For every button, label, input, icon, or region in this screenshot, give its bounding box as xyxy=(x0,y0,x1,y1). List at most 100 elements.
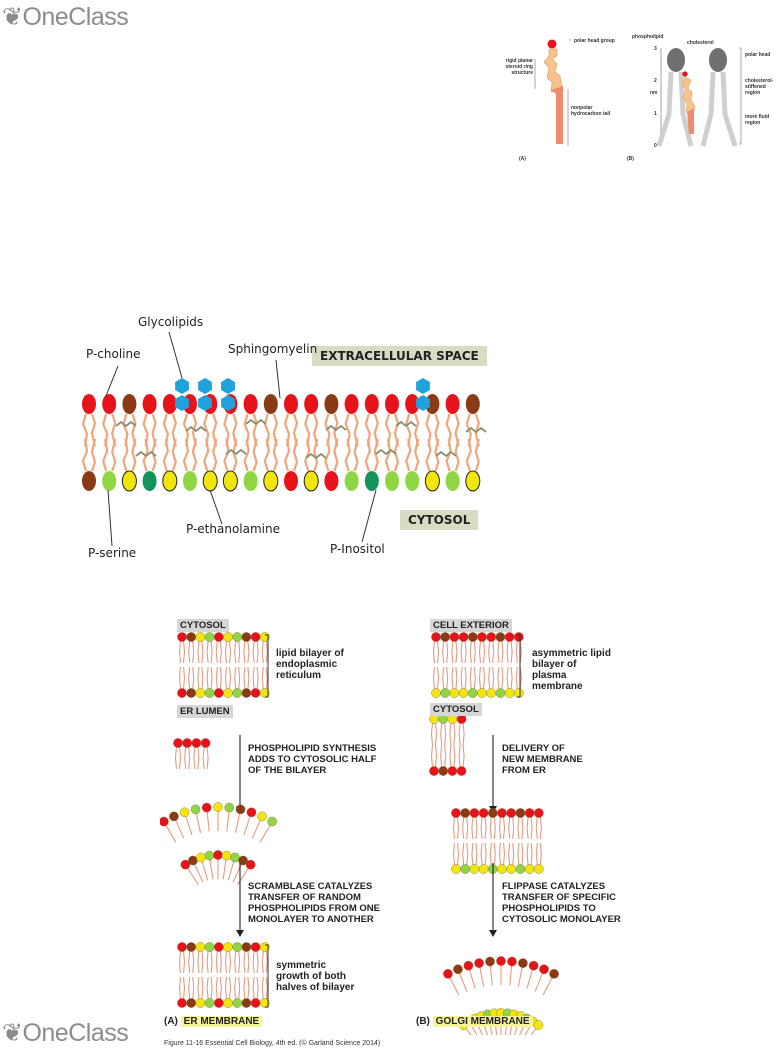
cholesterol-mark xyxy=(245,418,267,426)
phospholipid-head xyxy=(549,969,559,979)
phospholipid-head-left xyxy=(667,48,685,72)
phospholipid-head xyxy=(188,855,198,866)
lower-head-p-ethanolamine xyxy=(263,470,279,492)
phospholipid-head xyxy=(223,998,233,1008)
phospholipid-head xyxy=(469,808,480,818)
phospholipid-head xyxy=(241,942,252,952)
phospholipid-head xyxy=(515,864,526,874)
phospholipid-head xyxy=(485,956,495,967)
phospholipid-head xyxy=(190,804,201,815)
bracket xyxy=(517,634,521,698)
lower-head-p-serine xyxy=(405,471,420,491)
phospholipid-head xyxy=(533,808,544,818)
upper-head-p-choline xyxy=(142,394,157,414)
label-nonpolar-tail: nonpolar hydrocarbon tail xyxy=(571,105,611,117)
cholesterol-figure-svg xyxy=(534,39,742,147)
lower-lipid-tails xyxy=(223,438,238,472)
phospholipid-head xyxy=(539,964,549,975)
lower-head-p-ethanolamine xyxy=(424,470,440,492)
lower-lipid-tails xyxy=(102,438,117,472)
phospholipid-head xyxy=(524,864,535,874)
phospholipid-head xyxy=(449,632,460,642)
b-cytosol-tag: CYTOSOL xyxy=(430,703,482,716)
phospholipid-head xyxy=(246,807,257,818)
sphingomyelin-leader xyxy=(275,359,281,399)
phospholipid-head xyxy=(467,632,478,642)
axis-tick-1: 1 xyxy=(654,111,657,117)
phospholipid-head xyxy=(463,960,474,971)
lower-lipid-tails xyxy=(203,438,218,472)
b-step1-text: DELIVERY OF NEW MEMBRANE FROM ER xyxy=(502,743,583,776)
phospholipid-head xyxy=(469,864,480,874)
upper-head-sphingomyelin xyxy=(324,394,339,414)
lower-head-p-ethanolamine xyxy=(303,470,319,492)
bracket xyxy=(265,944,269,1008)
lower-lipid-tails xyxy=(405,438,420,472)
phospholipid-head xyxy=(474,958,484,968)
steroid-ring-shape xyxy=(543,48,563,93)
bilayer-figure: EXTRACELLULAR SPACE CYTOSOL Glycolipids … xyxy=(76,306,508,566)
phospholipid-head xyxy=(429,766,439,776)
phospholipid-head xyxy=(478,808,489,818)
phospholipid-head xyxy=(431,688,441,698)
lower-lipid-tails xyxy=(182,438,198,472)
a-bracket2-text: symmetric growth of both halves of bilay… xyxy=(276,960,355,993)
upper-head-p-choline xyxy=(304,394,319,414)
phospholipid-head xyxy=(180,859,191,870)
lower-lipid-tails xyxy=(243,438,258,472)
phospholipid-head xyxy=(513,688,524,698)
extracellular-space-label: EXTRACELLULAR SPACE xyxy=(312,346,487,366)
cytosol-label: CYTOSOL xyxy=(400,510,479,530)
cholesterol-mark xyxy=(375,448,397,456)
phospholipid-head xyxy=(238,855,248,866)
polar-head-group-dot xyxy=(547,39,557,49)
panel-a-letter: (A) xyxy=(519,156,526,162)
phospholipid-head xyxy=(186,998,197,1008)
phospholipid-head xyxy=(223,632,233,642)
phospholipid-head xyxy=(438,766,449,776)
phospholipid-head xyxy=(195,688,206,698)
upper-head-p-choline xyxy=(162,394,177,414)
p-serine-leader xyxy=(107,489,113,547)
phospholipid-head xyxy=(458,632,469,642)
phospholipid-head xyxy=(173,738,183,748)
a-membrane-label: (A) ER MEMBRANE xyxy=(164,1016,263,1027)
logo-leaf-icon: ❦ xyxy=(2,3,23,31)
lower-lipid-tails xyxy=(465,438,480,472)
b-membrane-label: (B) GOLGI MEMBRANE xyxy=(416,1016,533,1027)
phospholipid-head xyxy=(177,998,187,1008)
phospholipid-head xyxy=(221,850,232,861)
phospholipid-head xyxy=(241,998,252,1008)
phospholipid-head xyxy=(214,998,224,1008)
sphingomyelin-label: Sphingomyelin xyxy=(228,342,318,356)
upper-head-p-choline xyxy=(243,394,258,414)
lower-head-p-serine xyxy=(243,471,258,491)
phospholipid-head xyxy=(267,816,277,827)
lower-head-p-choline xyxy=(324,471,339,491)
lower-lipid-tails xyxy=(324,438,339,472)
lower-lipid-tails xyxy=(344,438,359,472)
phospholipid-head xyxy=(477,688,487,698)
phospholipid-head xyxy=(440,688,451,698)
phospholipid-head xyxy=(257,811,267,822)
lower-lipid-tails xyxy=(162,438,177,472)
phospholipid-head xyxy=(191,738,202,748)
phospholipid-head xyxy=(504,632,515,642)
lower-head-p-ethanolamine xyxy=(222,470,238,492)
glycolipid-sugar-hexagon xyxy=(221,378,235,394)
cholesterol-mark xyxy=(325,424,347,432)
phospholipid-head xyxy=(495,632,506,642)
phospholipid-head xyxy=(230,852,240,863)
phospholipid-head xyxy=(458,688,469,698)
axis-tick-3: 3 xyxy=(654,46,657,52)
phospholipid-head xyxy=(250,998,261,1008)
panel-b-letter: (B) xyxy=(627,156,634,162)
lower-head-p-serine xyxy=(445,471,460,491)
phospholipid-head xyxy=(496,956,506,966)
a-cytosol-tag: CYTOSOL xyxy=(177,619,229,632)
lower-head-p-serine xyxy=(102,471,117,491)
phospholipid-head xyxy=(478,864,489,874)
phospholipid-head xyxy=(486,632,497,642)
phospholipid-head xyxy=(497,864,507,874)
glycolipid-sugar-hexagon xyxy=(416,395,430,411)
